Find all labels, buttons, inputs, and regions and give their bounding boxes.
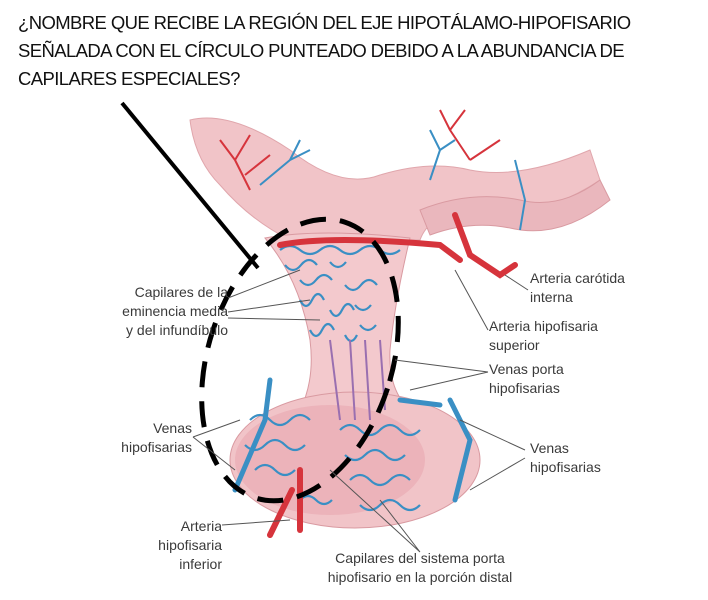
label-venas-porta-hipofisarias: Venas porta hipofisarias — [489, 360, 564, 398]
portal-veins — [329, 339, 386, 421]
label-line: inferior — [179, 556, 222, 572]
label-line: Arteria — [180, 518, 222, 534]
question-line-2: SEÑALADA CON EL CÍRCULO PUNTEADO DEBIDO … — [18, 40, 625, 61]
arteries — [267, 212, 518, 538]
label-line: Venas porta — [489, 361, 564, 377]
capillary-network-distal — [244, 413, 421, 512]
question-line-1: ¿NOMBRE QUE RECIBE LA REGIÓN DEL EJE HIP… — [18, 12, 631, 33]
hypophyseal-veins — [232, 377, 473, 503]
leader-lines — [192, 269, 529, 553]
label-line: hipofisaria — [158, 537, 222, 553]
label-line: hipofisario en la porción distal — [327, 569, 513, 585]
label-line: Venas — [530, 440, 569, 456]
label-line: Venas — [153, 420, 192, 436]
label-line: interna — [530, 289, 573, 305]
label-arteria-hipofisaria-superior: Arteria hipofisaria superior — [489, 317, 598, 355]
label-line: Arteria hipofisaria — [489, 318, 598, 334]
label-line: Capilares del sistema porta — [335, 550, 505, 566]
pointer-line — [120, 101, 260, 270]
label-line: hipofisarias — [121, 439, 192, 455]
label-arteria-carotida-interna: Arteria carótida interna — [530, 269, 625, 307]
question-line-3: CAPILARES ESPECIALES? — [18, 68, 240, 89]
label-line: Arteria carótida — [530, 270, 625, 286]
dashed-circle-marker — [199, 216, 401, 504]
optic-chiasm — [419, 179, 611, 236]
label-capilares-sistema-porta: Capilares del sistema porta hipofisario … — [290, 549, 550, 587]
label-venas-hipofisarias-left: Venas hipofisarias — [90, 419, 192, 457]
label-capilares-eminencia-media: Capilares de la eminencia media y del in… — [85, 283, 228, 340]
label-line: superior — [489, 337, 540, 353]
label-line: eminencia media — [122, 303, 228, 319]
infundibulum — [264, 232, 412, 411]
label-arteria-hipofisaria-inferior: Arteria hipofisaria inferior — [120, 517, 222, 574]
hypothalamic-venules — [259, 129, 527, 231]
label-line: hipofisarias — [489, 380, 560, 396]
label-line: hipofisarias — [530, 459, 601, 475]
hypothalamic-arterioles — [219, 109, 501, 191]
label-line: Capilares de la — [134, 284, 228, 300]
label-line: y del infundíbulo — [126, 322, 228, 338]
label-venas-hipofisarias-right: Venas hipofisarias — [530, 439, 601, 477]
